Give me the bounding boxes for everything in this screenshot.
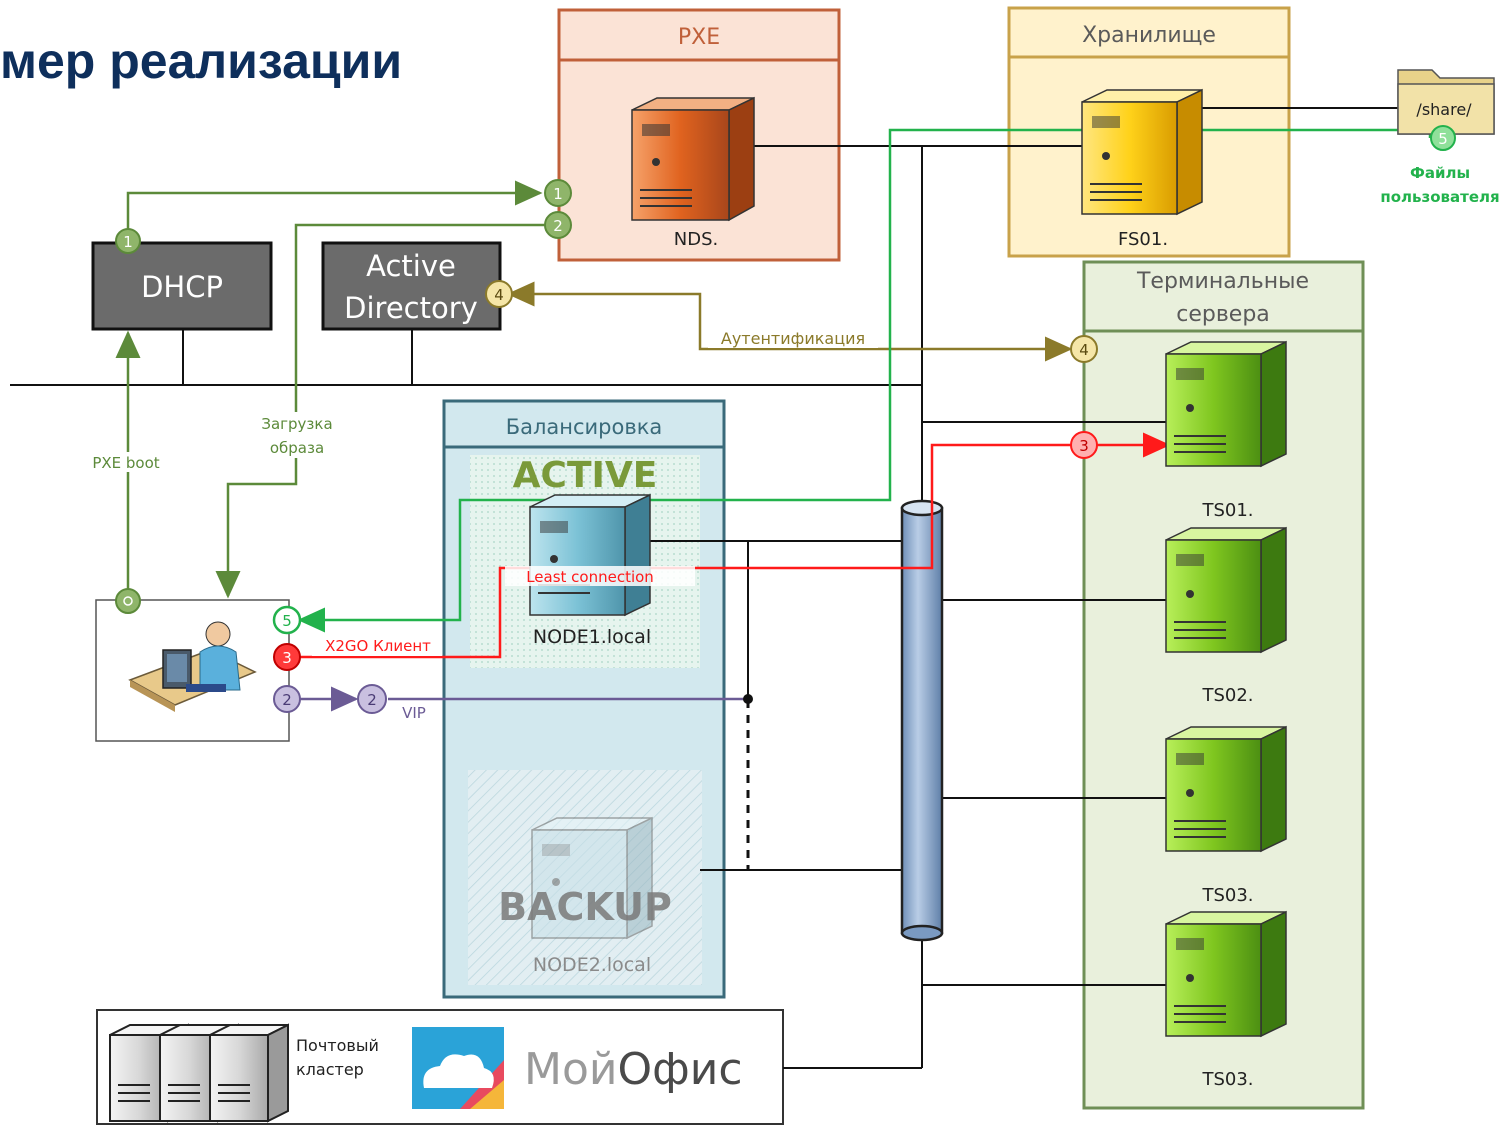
svg-text:5: 5 bbox=[282, 612, 292, 630]
user-workstation-icon bbox=[128, 621, 257, 712]
x2go-label-bg bbox=[312, 636, 442, 656]
step-5-client: 5 bbox=[272, 605, 302, 635]
myoffice-brand: МойОфис bbox=[524, 1044, 743, 1095]
step-4-ad: 4 bbox=[485, 280, 513, 308]
ts03-label: TS03. bbox=[1201, 885, 1253, 906]
vip-junction bbox=[743, 694, 753, 704]
node2-label: NODE2.local bbox=[533, 954, 651, 976]
pxe-boot-label: PXE boot bbox=[92, 454, 159, 472]
step-2-pxe: 2 bbox=[544, 211, 572, 239]
mail-cluster-label-1: Почтовый bbox=[296, 1036, 379, 1055]
svg-text:4: 4 bbox=[494, 286, 504, 304]
x2go-label: X2GO Клиент bbox=[325, 637, 431, 655]
dhcp-label: DHCP bbox=[141, 270, 223, 304]
pxe-boot-label-bg bbox=[82, 452, 172, 472]
myoffice-logo-icon bbox=[412, 1027, 504, 1109]
least-connection-label: Least connection bbox=[526, 568, 654, 586]
flow-auth bbox=[507, 281, 1073, 362]
storage-header: Хранилище bbox=[1082, 23, 1216, 48]
share-folder-label: /share/ bbox=[1416, 100, 1472, 119]
svg-text:4: 4 bbox=[1079, 341, 1089, 359]
mail-cluster-label-2: кластер bbox=[296, 1060, 364, 1079]
flow-x2go bbox=[300, 432, 1171, 659]
pxe-header: PXE bbox=[678, 25, 720, 50]
download-label-1: Загрузка bbox=[261, 415, 332, 433]
auth-label: Аутентификация bbox=[721, 329, 865, 348]
ts03-server-icon bbox=[1165, 725, 1287, 853]
nds-server-icon bbox=[631, 96, 755, 222]
myoffice-brand-light: Мой bbox=[524, 1044, 617, 1095]
dhcp-box: DHCP bbox=[91, 241, 273, 331]
network-lines bbox=[10, 107, 1400, 1069]
page-title: мер реализации bbox=[0, 33, 403, 89]
folder-icon: /share/ bbox=[1397, 69, 1495, 135]
ts04-label: TS03. bbox=[1201, 1069, 1253, 1090]
step-1-dhcp: 1 bbox=[115, 228, 141, 254]
user-files-caption-1: Файлы bbox=[1410, 164, 1470, 182]
flow-pxe-step1 bbox=[126, 180, 543, 240]
auth-label-bg bbox=[708, 328, 878, 348]
svg-text:2: 2 bbox=[282, 691, 292, 709]
ts02-server-icon bbox=[1165, 526, 1287, 654]
step-3-terminal: 3 bbox=[1070, 431, 1098, 459]
active-label: ACTIVE bbox=[513, 455, 658, 496]
mail-servers-icon bbox=[109, 1023, 289, 1123]
step-2-client: 2 bbox=[273, 685, 301, 713]
svg-text:1: 1 bbox=[123, 233, 133, 251]
flow-download-image bbox=[215, 223, 545, 599]
svg-text:1: 1 bbox=[553, 185, 563, 203]
node2-server-icon bbox=[531, 816, 653, 940]
step-2-vip: 2 bbox=[357, 684, 387, 714]
nds-label: NDS. bbox=[674, 229, 718, 250]
ad-label-1: Active bbox=[366, 249, 456, 283]
svg-text:5: 5 bbox=[1438, 130, 1448, 148]
user-files-caption-2: пользователя bbox=[1380, 188, 1499, 206]
least-connection-bg bbox=[505, 566, 695, 586]
myoffice-brand-dark: Офис bbox=[617, 1044, 742, 1095]
step-4-terminal: 4 bbox=[1070, 335, 1098, 363]
backup-label: BACKUP bbox=[498, 885, 672, 929]
vip-label: VIP bbox=[402, 704, 426, 722]
terminal-header-2: сервера bbox=[1176, 302, 1270, 327]
step-5-share: 5 bbox=[1430, 125, 1456, 151]
svg-text:3: 3 bbox=[282, 649, 292, 667]
step-3-client: 3 bbox=[273, 643, 301, 671]
download-label-2: образа bbox=[270, 439, 324, 457]
svg-text:2: 2 bbox=[553, 217, 563, 235]
ts01-server-icon bbox=[1165, 340, 1287, 468]
ts04-server-icon bbox=[1165, 910, 1287, 1038]
svg-text:3: 3 bbox=[1079, 437, 1089, 455]
ts02-label: TS02. bbox=[1201, 685, 1253, 706]
ad-label-2: Directory bbox=[344, 291, 478, 325]
node1-label: NODE1.local bbox=[533, 626, 651, 648]
network-bus bbox=[900, 499, 944, 942]
ad-box: Active Directory bbox=[321, 241, 502, 331]
fs01-label: FS01. bbox=[1118, 229, 1168, 250]
terminal-header-1: Терминальные bbox=[1136, 269, 1309, 294]
node1-server-icon bbox=[529, 493, 651, 617]
download-label-bg bbox=[250, 412, 346, 458]
fs01-server-icon bbox=[1081, 88, 1203, 216]
balancer-header: Балансировка bbox=[506, 415, 663, 439]
svg-text:2: 2 bbox=[367, 691, 377, 709]
step-pxe-boot-client bbox=[115, 588, 141, 614]
step-1-pxe: 1 bbox=[544, 179, 572, 207]
ts01-label: TS01. bbox=[1201, 500, 1253, 521]
